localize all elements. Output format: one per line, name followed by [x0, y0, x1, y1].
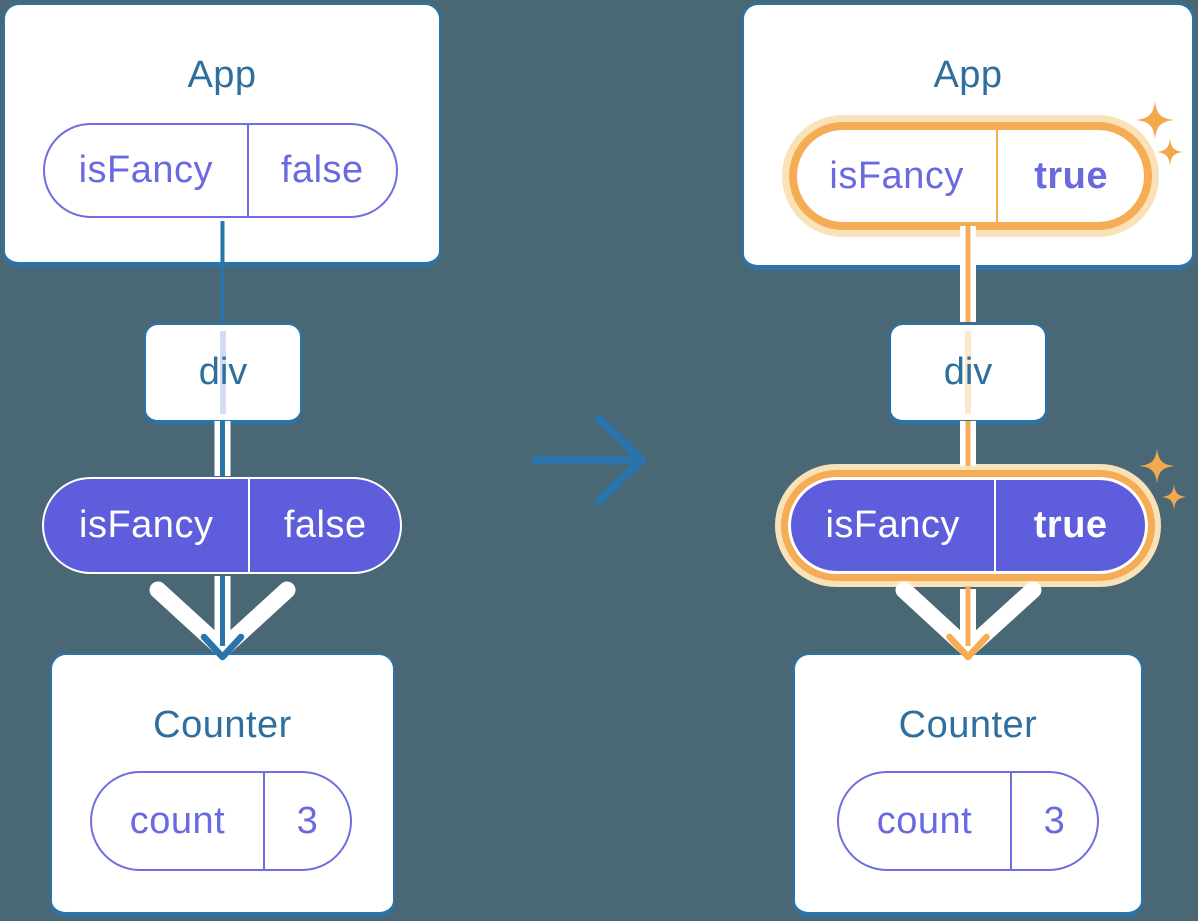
state-pill-highlighted: isFancy true — [789, 122, 1152, 230]
component-title: Counter — [153, 704, 292, 746]
arrow-down-icon — [149, 581, 296, 658]
count-pill: count 3 — [837, 771, 1099, 871]
state-key-cell: count — [92, 773, 265, 869]
state-pill: isFancy false — [43, 123, 398, 218]
div-node-box: div — [889, 323, 1047, 424]
state-key-cell: isFancy — [45, 125, 249, 216]
prop-key-cell: isFancy — [44, 479, 251, 572]
component-title: Counter — [898, 704, 1038, 746]
state-key-cell: count — [839, 773, 1012, 869]
prop-key-cell: isFancy — [791, 480, 997, 571]
app-component-box: App isFancy false — [3, 3, 441, 267]
before-connectors — [149, 221, 296, 661]
state-value-cell: 3 — [296, 799, 319, 842]
counter-component-box: Counter count 3 — [50, 653, 395, 917]
node-label: div — [943, 351, 993, 393]
component-title: App — [187, 54, 257, 96]
state-key-cell: isFancy — [797, 130, 999, 222]
sparkles-icon — [1139, 448, 1187, 510]
component-title: App — [933, 54, 1003, 96]
prop-pill: isFancy false — [42, 477, 402, 574]
state-value-cell: 3 — [1043, 799, 1066, 842]
prop-value-cell: true — [1033, 504, 1108, 546]
arrow-down-icon — [895, 581, 1042, 658]
node-label: div — [198, 351, 248, 393]
div-node-box: div — [144, 323, 302, 424]
pass-through-line — [965, 331, 971, 414]
after-connectors — [895, 226, 1042, 661]
app-component-box: App isFancy true — [742, 3, 1194, 270]
count-pill: count 3 — [90, 771, 352, 871]
counter-component-box: Counter count 3 — [793, 653, 1143, 917]
pass-through-line — [220, 331, 226, 414]
prop-value-cell: false — [283, 504, 367, 546]
state-value-cell: false — [280, 149, 364, 191]
state-value-cell: true — [1034, 154, 1109, 197]
prop-pill-highlighted: isFancy true — [788, 477, 1148, 574]
arrow-right-icon — [531, 414, 647, 506]
